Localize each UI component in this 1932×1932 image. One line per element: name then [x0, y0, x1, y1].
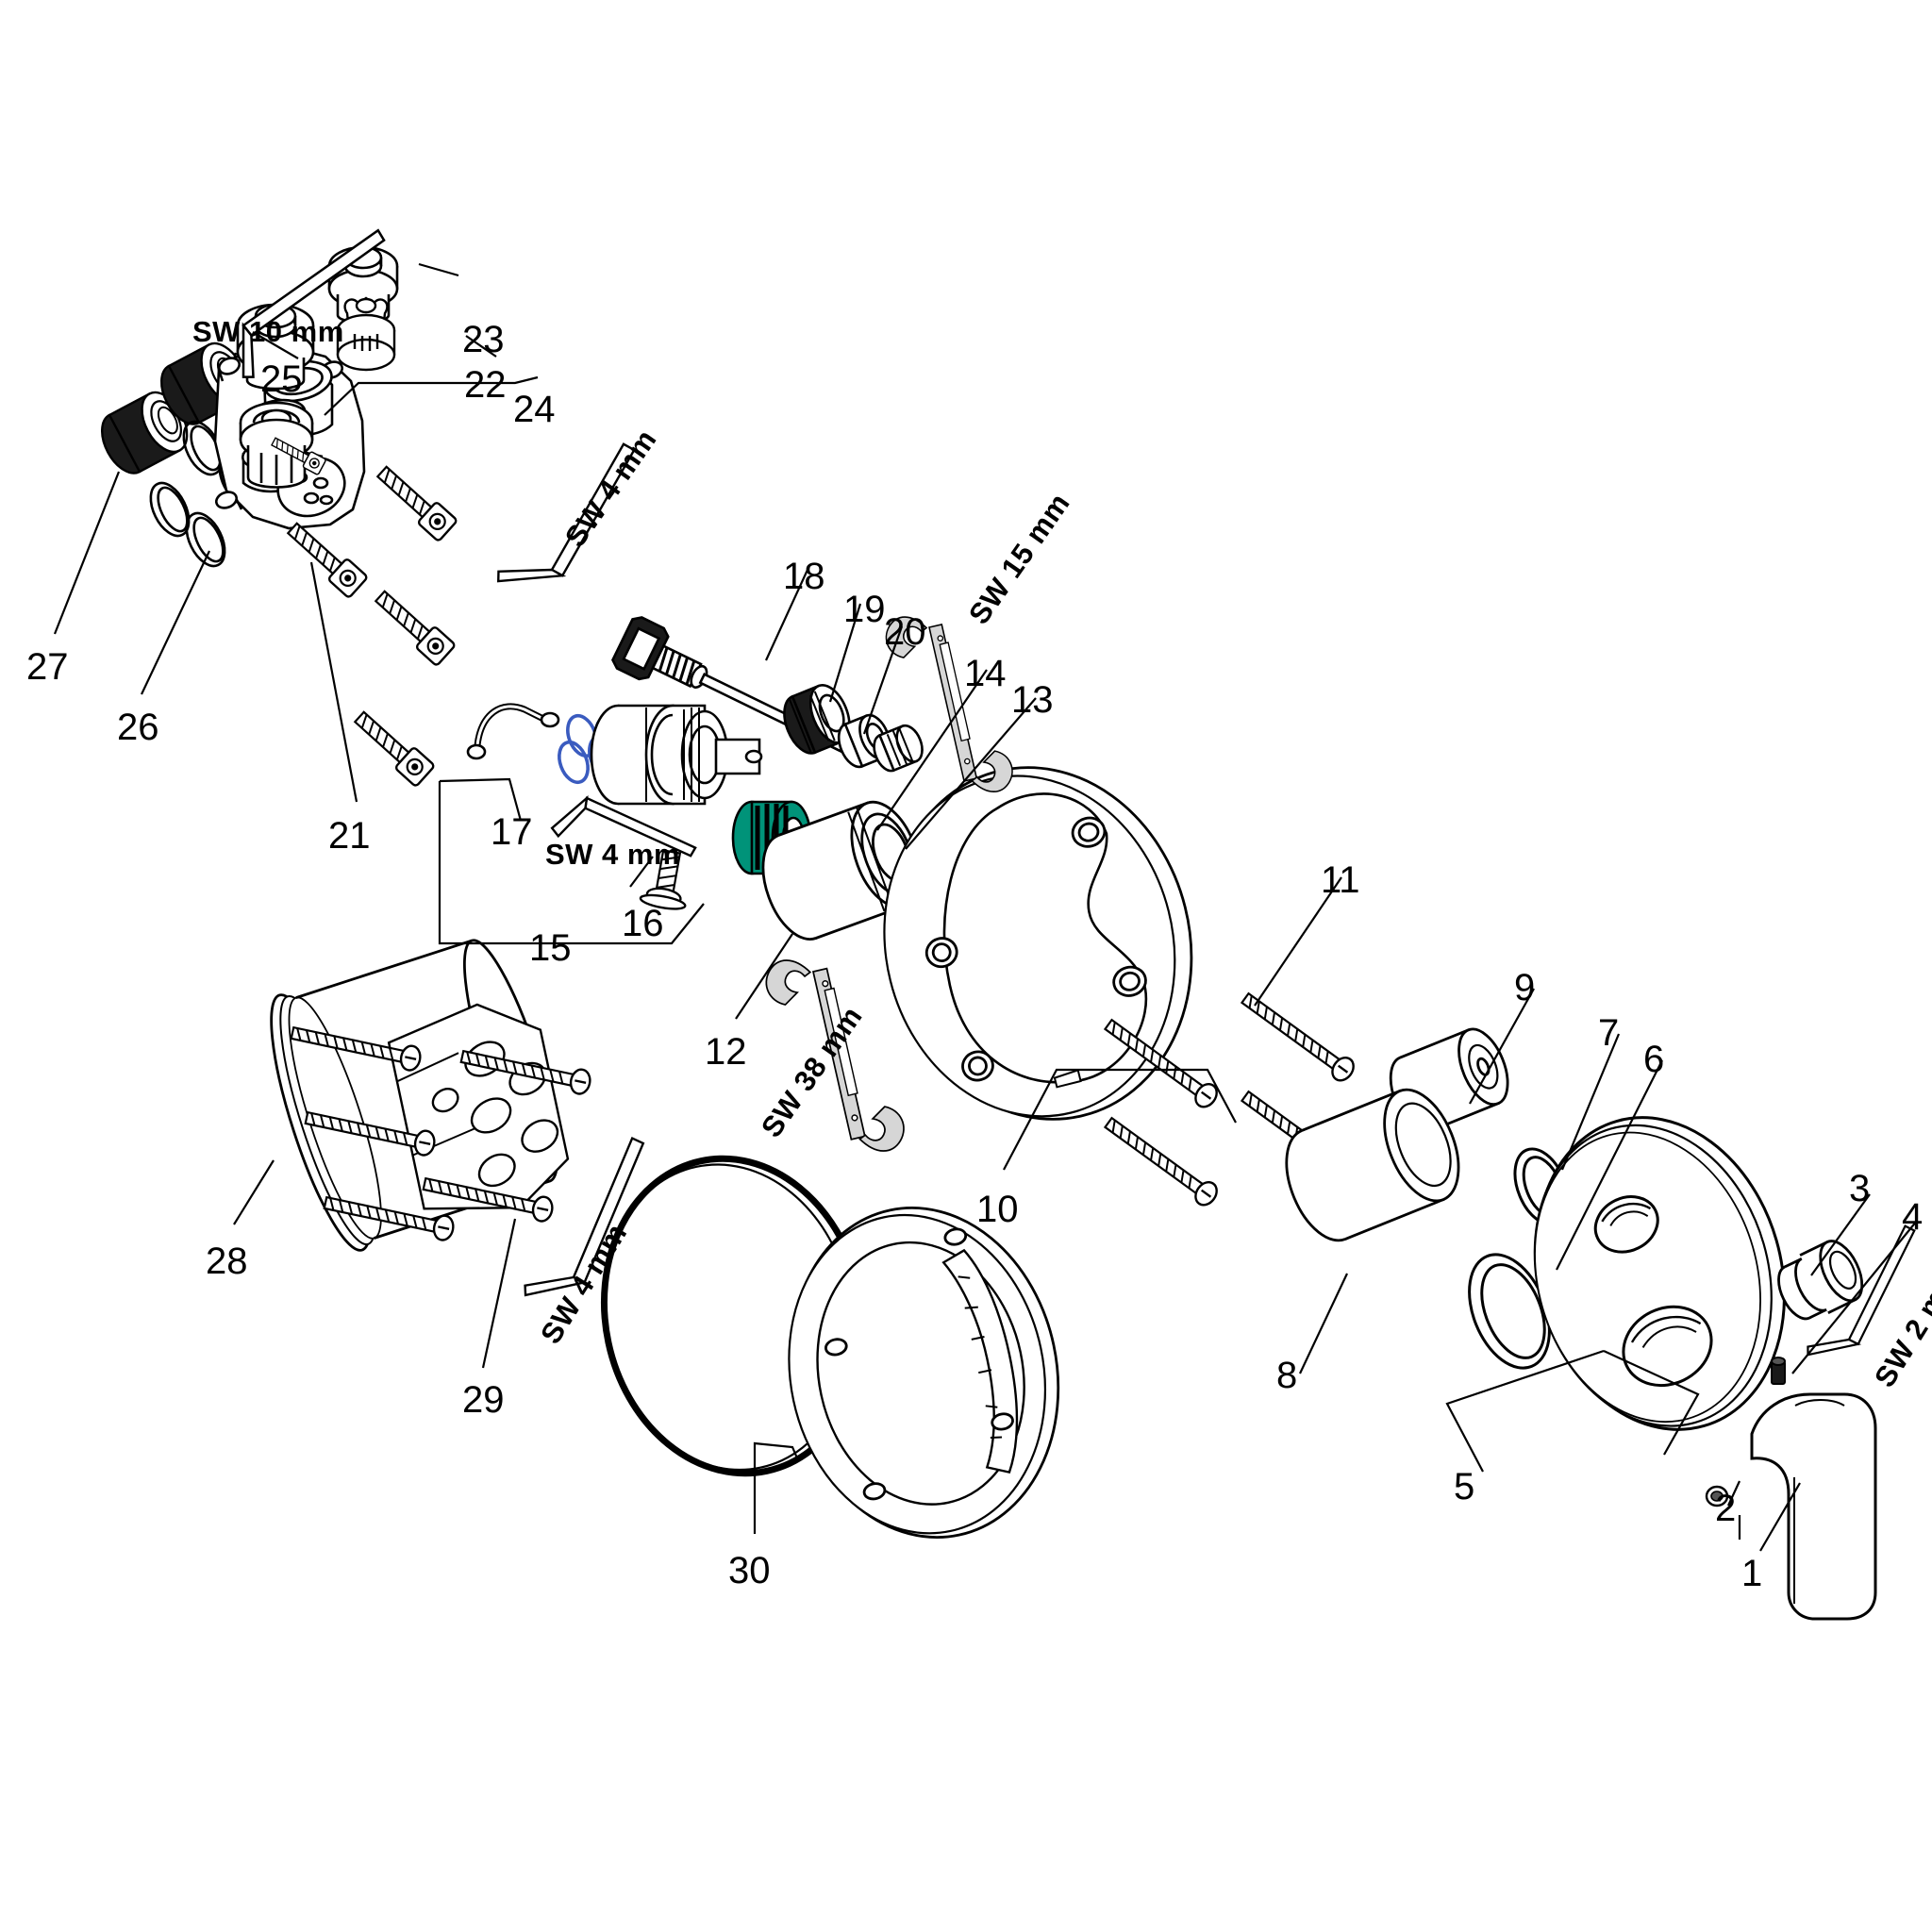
callout-28: 28 — [206, 1241, 248, 1282]
callout-7: 7 — [1598, 1012, 1620, 1054]
part-cartridge-15 — [590, 704, 763, 806]
part-cap-screw-21 — [281, 516, 370, 600]
callout-12: 12 — [705, 1031, 747, 1073]
callout-13: 13 — [1011, 679, 1054, 721]
tool-hex-key-sw10 — [242, 228, 386, 378]
callout-29: 29 — [462, 1379, 505, 1421]
callout-25: 25 — [260, 358, 303, 400]
tool-label-sw10: SW 10 mm — [192, 315, 344, 348]
callout-30: 30 — [728, 1550, 771, 1591]
callout-22: 22 — [464, 364, 507, 406]
part-clip-wire — [466, 703, 560, 760]
callout-21: 21 — [328, 815, 371, 857]
callout-14: 14 — [964, 653, 1007, 694]
callout-9: 9 — [1514, 967, 1536, 1008]
callout-4: 4 — [1902, 1196, 1924, 1238]
tool-hex-key-sw4a — [496, 442, 636, 583]
callout-17: 17 — [491, 811, 533, 853]
callout-20: 20 — [884, 611, 926, 653]
callout-27: 27 — [26, 646, 69, 688]
callout-10: 10 — [976, 1189, 1019, 1230]
tool-hex-key-sw4b — [550, 794, 697, 858]
callout-23: 23 — [462, 319, 505, 360]
callout-18: 18 — [783, 556, 825, 597]
part-grub-screw-2 — [1705, 1485, 1729, 1507]
callout-24: 24 — [513, 389, 556, 430]
callout-16: 16 — [622, 903, 664, 944]
part-sleeve-large-8 — [1285, 1088, 1460, 1242]
callout-15: 15 — [529, 927, 572, 969]
part-fixing-screw-16 — [639, 849, 687, 910]
part-filter-insert-20 — [873, 724, 924, 773]
part-flange-ring-30b — [788, 1207, 1060, 1539]
part-lever-handle-1 — [1750, 1392, 1877, 1621]
part-check-valve-22 — [336, 296, 396, 372]
callout-3: 3 — [1849, 1168, 1871, 1209]
part-escutcheon-plate-5 — [1533, 1116, 1786, 1431]
leader-lines — [53, 262, 1918, 1552]
callout-19: 19 — [843, 589, 886, 630]
callout-26: 26 — [117, 707, 159, 748]
part-set-screw-4 — [1771, 1357, 1786, 1385]
tool-label-sw4b: SW 4 mm — [545, 838, 681, 871]
part-adapter-sleeve-3 — [1777, 1240, 1864, 1321]
callout-6: 6 — [1643, 1039, 1665, 1080]
callout-2: 2 — [1715, 1488, 1737, 1529]
tool-hex-key-sw4c — [524, 1136, 645, 1297]
callout-1: 1 — [1741, 1553, 1763, 1594]
callout-5: 5 — [1454, 1466, 1475, 1507]
callout-11: 11 — [1321, 859, 1360, 901]
callout-8: 8 — [1276, 1355, 1298, 1396]
part-mounting-flange-10 — [883, 766, 1193, 1121]
